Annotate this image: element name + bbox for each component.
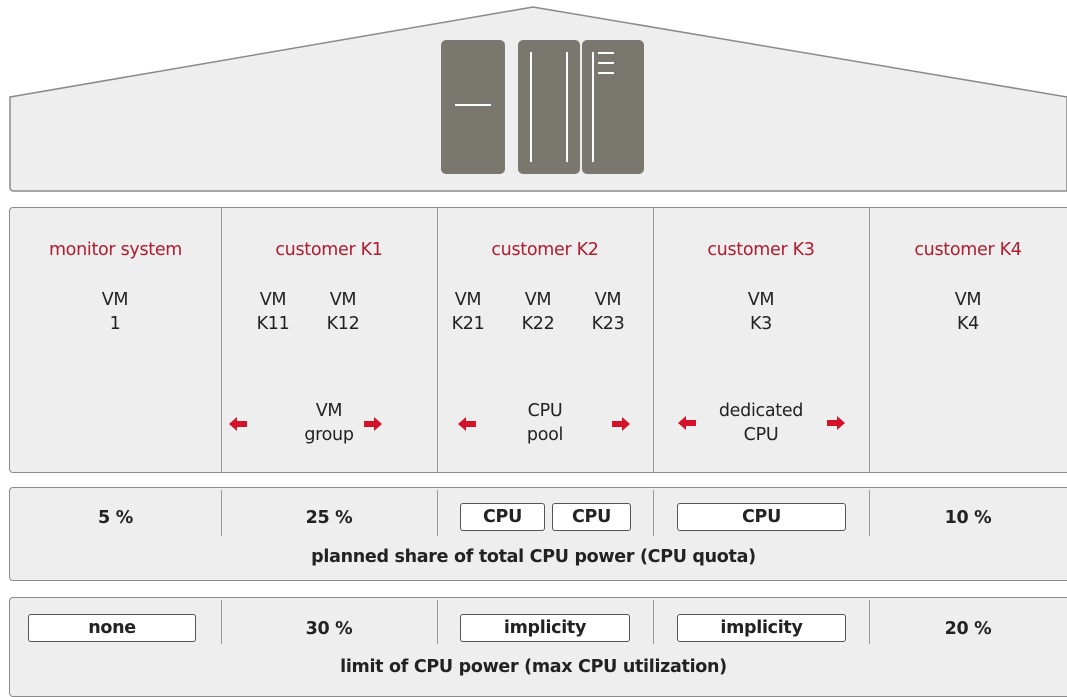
limit-none-box: none [28, 614, 196, 642]
column-title-monitor-system: monitor system [48, 240, 183, 260]
server-icon [441, 40, 505, 174]
arrow-right-icon [364, 417, 382, 431]
limit-implicity-box: implicity [677, 614, 846, 642]
arrow-left-icon [229, 417, 247, 431]
limit-customer-k1: 30 % [305, 619, 353, 639]
grouping-label-vm-group: VM group [304, 401, 354, 445]
column-divider [653, 490, 654, 536]
arrow-left-icon [678, 416, 696, 430]
quota-customer-k1: 25 % [305, 508, 353, 528]
server-rack-icon [518, 40, 644, 174]
column-title-customer-k1: customer K1 [275, 240, 383, 260]
column-divider [869, 600, 870, 644]
column-divider [437, 490, 438, 536]
column-divider [221, 600, 222, 644]
quota-monitor-system: 5 % [98, 508, 133, 528]
column-title-customer-k4: customer K4 [914, 240, 1022, 260]
quota-customer-k4: 10 % [944, 508, 992, 528]
house-roof [9, 6, 1067, 192]
limit-implicity-box: implicity [460, 614, 630, 642]
limit-caption: limit of CPU power (max CPU utilization) [340, 657, 727, 677]
arrow-left-icon [458, 417, 476, 431]
column-divider [221, 490, 222, 536]
column-divider [437, 600, 438, 644]
column-title-customer-k3: customer K3 [707, 240, 815, 260]
column-title-customer-k2: customer K2 [491, 240, 599, 260]
column-divider [869, 208, 870, 472]
quota-cpu-box: CPU [552, 503, 631, 531]
quota-caption: planned share of total CPU power (CPU qu… [311, 547, 756, 567]
cpu-quota-panel [9, 487, 1067, 581]
limit-customer-k4: 20 % [944, 619, 992, 639]
customer-panel [9, 207, 1067, 473]
grouping-label-cpu-pool: CPU pool [526, 401, 564, 445]
column-divider [653, 600, 654, 644]
quota-cpu-box: CPU [460, 503, 545, 531]
column-divider [653, 208, 654, 472]
column-divider [437, 208, 438, 472]
arrow-right-icon [612, 417, 630, 431]
column-divider [221, 208, 222, 472]
quota-cpu-box: CPU [677, 503, 846, 531]
arrow-right-icon [827, 416, 845, 430]
column-divider [869, 490, 870, 536]
grouping-label-dedicated-cpu: dedicated CPU [718, 401, 804, 445]
cpu-limit-panel [9, 597, 1067, 697]
